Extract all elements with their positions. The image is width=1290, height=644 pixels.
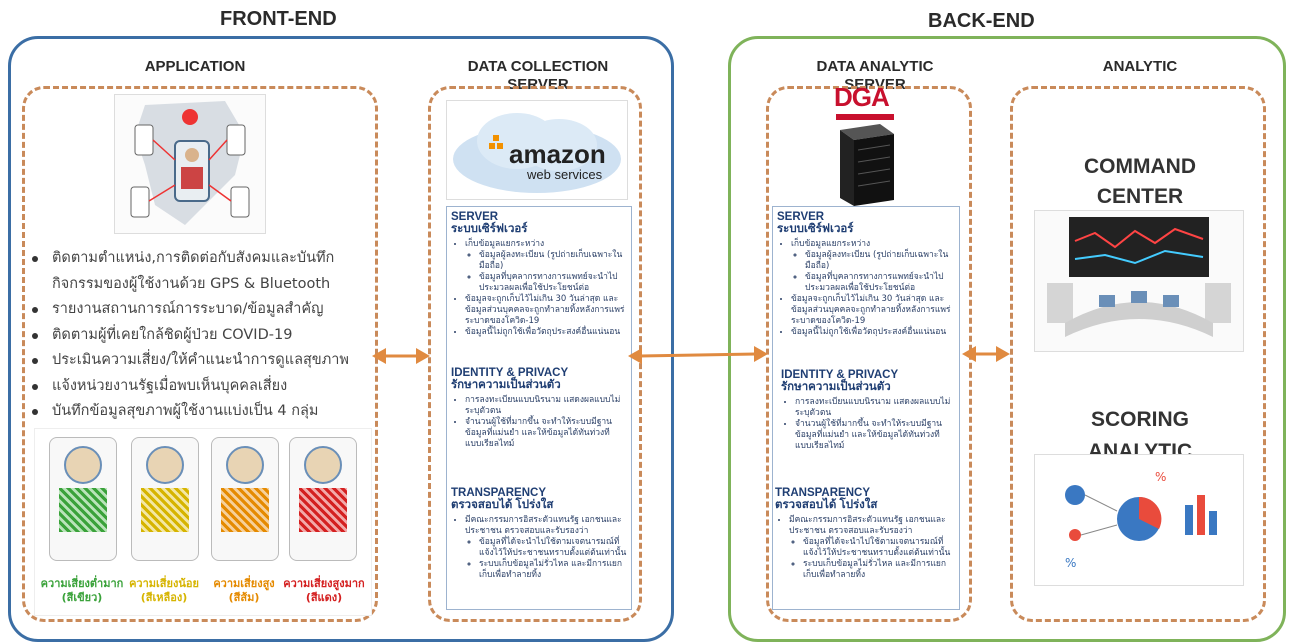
- server-section-title: SERVER ระบบเซิร์ฟเวอร์: [777, 211, 854, 235]
- phone-red: [289, 437, 357, 561]
- web-services-wordmark: web services: [527, 167, 603, 182]
- phone-green: [49, 437, 117, 561]
- avatar: [304, 446, 342, 484]
- transparency-section-body: มีคณะกรรมการอิสระตัวแทนรัฐ เอกชนและประชา…: [775, 515, 955, 581]
- server-rack-icon: [840, 124, 894, 206]
- transparency-section-body: มีคณะกรรมการอิสระตัวแทนรัฐ เอกชนและประชา…: [451, 515, 627, 581]
- command-center-title: COMMAND CENTER: [1084, 155, 1196, 208]
- contact-tracing-illustration: [114, 94, 266, 234]
- svg-text:%: %: [1065, 556, 1076, 570]
- front-end-title: FRONT-END: [220, 8, 337, 30]
- server-section-body: เก็บข้อมูลแยกระหว่าง ข้อมูลผู้ลงทะเบียน …: [777, 239, 955, 338]
- identity-section-title: IDENTITY & PRIVACY รักษาความเป็นส่วนตัว: [451, 367, 569, 391]
- application-title: APPLICATION: [144, 58, 246, 75]
- risk-level-panel: ความเสี่ยงต่ำมาก (สีเขียว) ความเสี่ยงน้อ…: [34, 428, 372, 616]
- avatar: [64, 446, 102, 484]
- data-analytic-info-card: SERVER ระบบเซิร์ฟเวอร์ เก็บข้อมูลแยกระหว…: [772, 206, 960, 610]
- qr-code-yellow: [141, 488, 189, 532]
- command-center-illustration: [1034, 210, 1244, 352]
- back-end-frame: [728, 36, 1286, 642]
- feature-item: แจ้งหน่วยงานรัฐเมื่อพบเห็นบุคคลเสี่ยง: [26, 374, 366, 400]
- feature-item: ประเมินความเสี่ยง/ให้คำแนะนำการดูแลสุขภา…: [26, 348, 366, 374]
- transparency-section-title: TRANSPARENCY ตรวจสอบได้ โปร่งใส: [775, 487, 878, 511]
- phone-orange: [211, 437, 279, 561]
- risk-label-orange: ความเสี่ยงสูง (สีส้ม): [213, 577, 275, 604]
- identity-section-title: IDENTITY & PRIVACY รักษาความเป็นส่วนตัว: [781, 369, 899, 393]
- identity-section-body: การลงทะเบียนแบบนิรนาม แสดงผลแบบไม่ระบุตั…: [451, 395, 627, 450]
- avatar: [146, 446, 184, 484]
- dga-logo: DGA: [834, 82, 890, 112]
- risk-label-yellow: ความเสี่ยงน้อย (สีเหลือง): [129, 577, 199, 604]
- feature-item: ติดตามผู้ที่เคยใกล้ชิดผู้ป่วย COVID-19: [26, 323, 366, 349]
- analytic-box: [1010, 86, 1266, 622]
- feature-item: รายงานสถานการณ์การระบาด/ข้อมูลสำคัญ: [26, 297, 366, 323]
- application-feature-list: ติดตามตำแหน่ง,การติดต่อกับสังคมและบันทึก…: [26, 246, 366, 425]
- front-end-frame: [8, 36, 674, 642]
- qr-code-orange: [221, 488, 269, 532]
- avatar: [226, 446, 264, 484]
- feature-item: กิจกรรมของผู้ใช้งานด้วย GPS & Bluetooth: [52, 275, 331, 292]
- feature-item: ติดตามตำแหน่ง,การติดต่อกับสังคมและบันทึก: [26, 246, 366, 272]
- amazon-web-services-logo: amazon web services: [446, 100, 628, 200]
- transparency-section-title: TRANSPARENCY ตรวจสอบได้ โปร่งใส: [451, 487, 554, 511]
- phone-yellow: [131, 437, 199, 561]
- analytic-title: ANALYTIC: [1102, 58, 1178, 75]
- scoring-analytic-illustration: % %: [1034, 454, 1244, 586]
- back-end-title: BACK-END: [928, 10, 1035, 32]
- feature-item: บันทึกข้อมูลสุขภาพผู้ใช้งานแบ่งเป็น 4 กล…: [26, 399, 366, 425]
- risk-label-green: ความเสี่ยงต่ำมาก (สีเขียว): [40, 577, 124, 604]
- dga-logo-bar: [836, 114, 894, 120]
- risk-label-red: ความเสี่ยงสูงมาก (สีแดง): [283, 577, 365, 604]
- data-collection-info-card: SERVER ระบบเซิร์ฟเวอร์ เก็บข้อมูลแยกระหว…: [446, 206, 632, 610]
- amazon-wordmark: amazon: [509, 139, 606, 169]
- server-section-title: SERVER ระบบเซิร์ฟเวอร์: [451, 211, 528, 235]
- svg-text:%: %: [1155, 470, 1166, 484]
- server-section-body: เก็บข้อมูลแยกระหว่าง ข้อมูลผู้ลงทะเบียน …: [451, 239, 627, 338]
- qr-code-red: [299, 488, 347, 532]
- qr-code-green: [59, 488, 107, 532]
- dga-server: DGA: [830, 82, 900, 206]
- identity-section-body: การลงทะเบียนแบบนิรนาม แสดงผลแบบไม่ระบุตั…: [781, 397, 955, 452]
